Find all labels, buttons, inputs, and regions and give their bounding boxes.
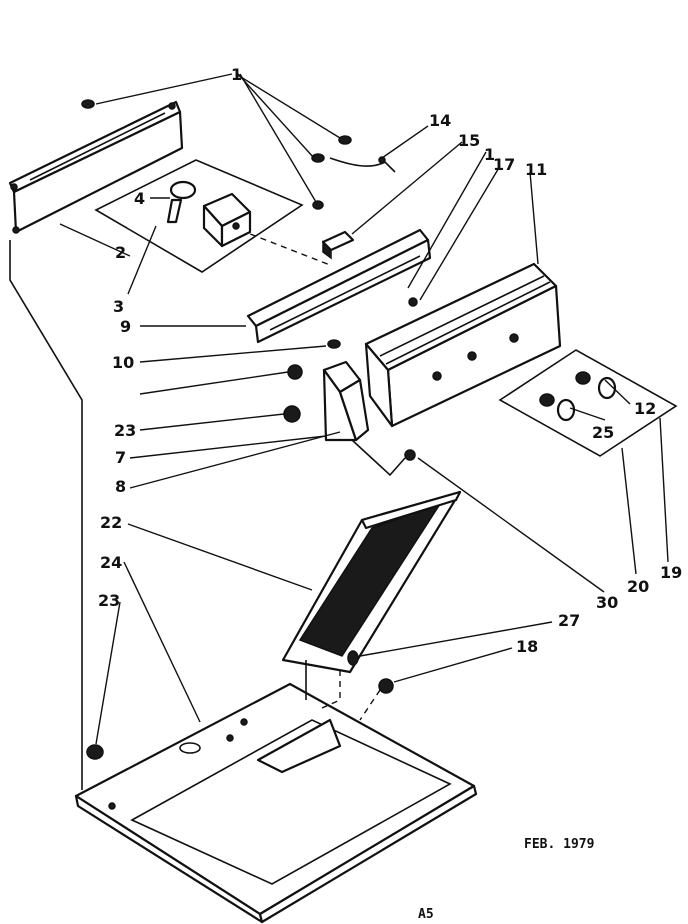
- channel-part-9: [246, 228, 432, 344]
- end-bracket-part-8: [322, 360, 370, 442]
- callout-19: 19: [660, 563, 682, 582]
- callout-30: 30: [596, 593, 618, 612]
- control-console-part-11: [364, 262, 562, 428]
- screw-part-9: [327, 339, 341, 349]
- callout-1: 1: [231, 65, 242, 84]
- callout-11: 11: [525, 160, 547, 179]
- nut-part-23a: [283, 405, 301, 423]
- screw-1d: [312, 200, 324, 210]
- nut-part-23b: [86, 744, 104, 760]
- wire-part-14: [329, 156, 396, 173]
- callout-18: 18: [516, 637, 538, 656]
- callout-22: 22: [100, 513, 122, 532]
- screw-part-30: [404, 449, 416, 461]
- callout-8: 8: [115, 477, 126, 496]
- leader-lines: [59, 73, 669, 745]
- callout-23b: 23: [98, 591, 120, 610]
- callout-1b: 1: [484, 145, 495, 164]
- revision-date: FEB. 1979: [524, 837, 594, 852]
- callout-9: 9: [120, 317, 131, 336]
- nut-part-10: [287, 364, 303, 380]
- callout-20: 20: [627, 577, 649, 596]
- top-cover-part-24: [74, 682, 478, 924]
- callout-labels: 1 14 15 1 17 11 4 2 3 9 10 23 7 8 12 25 …: [98, 65, 682, 656]
- panel-part-22: [281, 490, 462, 674]
- callout-7: 7: [115, 448, 126, 467]
- callout-15: 15: [458, 131, 480, 150]
- callout-27: 27: [558, 611, 580, 630]
- clip-part-27: [347, 650, 359, 666]
- callout-4: 4: [134, 189, 145, 208]
- screw-1a: [81, 99, 95, 109]
- callout-14: 14: [429, 111, 451, 130]
- callout-17: 17: [493, 155, 515, 174]
- screw-1b: [338, 135, 352, 145]
- bracket-part-15: [321, 230, 355, 260]
- switch-plate-part-20: [498, 349, 678, 457]
- callout-25: 25: [592, 423, 614, 442]
- callout-23a: 23: [114, 421, 136, 440]
- rear-panel-part-2: [8, 100, 184, 234]
- screw-1c: [311, 153, 325, 163]
- mounting-plate-part-3: [94, 159, 331, 273]
- page-code: A5: [418, 907, 434, 922]
- callout-10: 10: [112, 353, 134, 372]
- knob-part-4: [166, 180, 197, 224]
- callout-3: 3: [113, 297, 124, 316]
- callout-24: 24: [100, 553, 122, 572]
- callout-12: 12: [634, 399, 656, 418]
- timer-switch: [202, 192, 252, 248]
- nut-part-18: [378, 678, 394, 694]
- callout-2: 2: [115, 243, 126, 262]
